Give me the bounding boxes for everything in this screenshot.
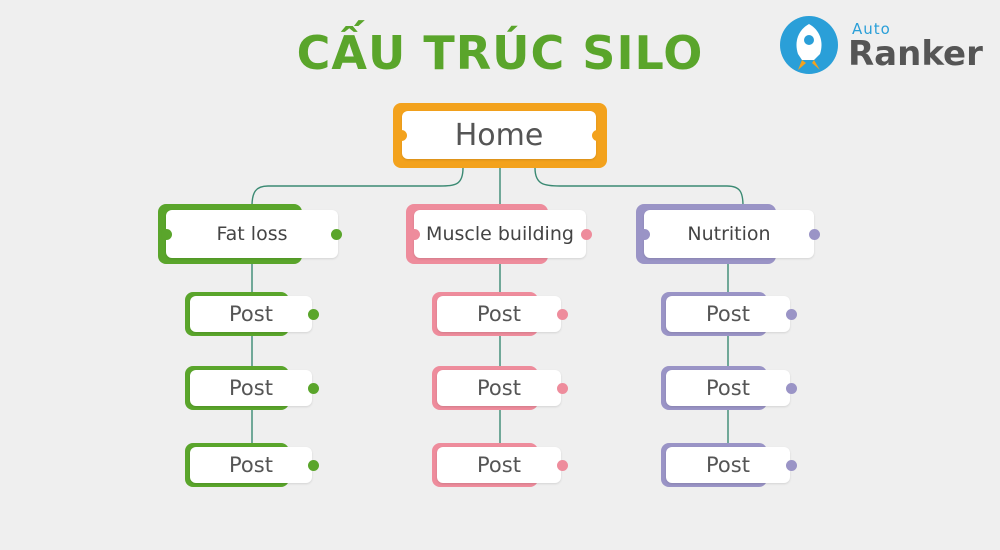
connector-dot (557, 382, 568, 394)
post-label: Post (190, 447, 312, 483)
connector-dot (557, 459, 568, 471)
auto-ranker-logo: Auto Ranker (780, 14, 990, 74)
post-node: Post (661, 292, 797, 336)
connector-dot (396, 130, 407, 141)
connector-dot (581, 228, 592, 240)
logo-main-text: Ranker (848, 34, 983, 74)
post-node: Post (185, 443, 319, 487)
category-muscle-building: Muscle building (406, 204, 594, 264)
post-label: Post (437, 296, 561, 332)
connector-home-nutrition (534, 167, 744, 207)
home-label: Home (402, 111, 596, 159)
post-label: Post (190, 296, 312, 332)
connector-dot (592, 130, 603, 141)
post-node: Post (185, 366, 319, 410)
post-label: Post (666, 370, 790, 406)
post-node: Post (432, 292, 568, 336)
logo-top-text: Auto (852, 20, 891, 38)
connector-dot (308, 308, 319, 320)
connector-dot (786, 382, 797, 394)
post-label: Post (666, 447, 790, 483)
post-label: Post (437, 447, 561, 483)
connector-dot (161, 228, 172, 240)
connector-dot (786, 459, 797, 471)
connector-dot (331, 228, 342, 240)
category-nutrition: Nutrition (636, 204, 822, 264)
post-label: Post (437, 370, 561, 406)
connector-dot (809, 228, 820, 240)
post-node: Post (432, 443, 568, 487)
category-label: Muscle building (414, 210, 586, 258)
home-node: Home (393, 103, 607, 168)
post-node: Post (661, 443, 797, 487)
connector-dot (308, 459, 319, 471)
post-node: Post (185, 292, 319, 336)
connector-home-fat-loss (251, 167, 464, 207)
post-node: Post (661, 366, 797, 410)
connector-dot (557, 308, 568, 320)
connector-dot (308, 382, 319, 394)
post-label: Post (190, 370, 312, 406)
category-fat-loss: Fat loss (158, 204, 344, 264)
post-label: Post (666, 296, 790, 332)
page-title: CẤU TRÚC SILO (296, 26, 704, 80)
rocket-icon (780, 16, 838, 74)
category-label: Nutrition (644, 210, 814, 258)
connector-dot (639, 228, 650, 240)
connector-dot (786, 308, 797, 320)
category-label: Fat loss (166, 210, 338, 258)
connector-dot (409, 228, 420, 240)
post-node: Post (432, 366, 568, 410)
